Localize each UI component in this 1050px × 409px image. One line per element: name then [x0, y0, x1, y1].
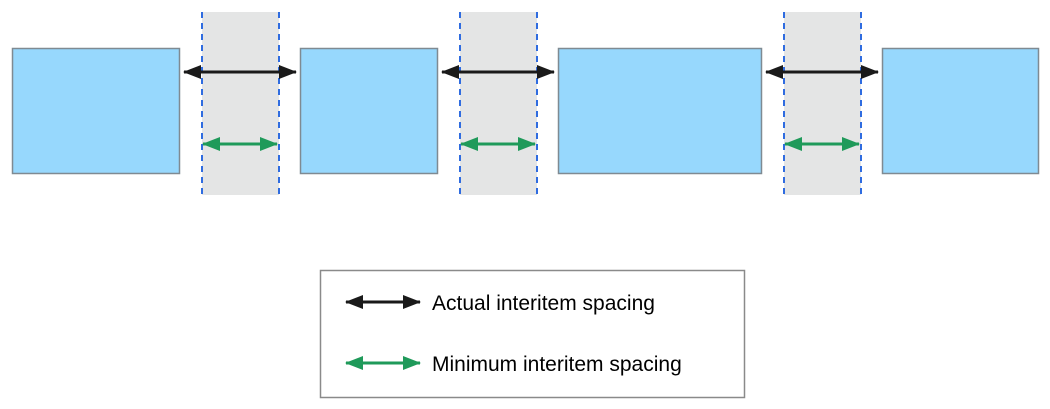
legend-box [319, 269, 746, 399]
item-1 [11, 47, 181, 175]
items [11, 47, 1040, 175]
item-2 [299, 47, 439, 175]
legend: Actual interitem spacing Minimum interit… [319, 269, 746, 399]
legend-minimum-label: Minimum interitem spacing [432, 353, 682, 376]
legend-actual-label: Actual interitem spacing [432, 292, 655, 315]
gap-regions [201, 12, 862, 195]
gap-region-3 [784, 12, 861, 195]
gap-region-1 [202, 12, 279, 195]
item-3 [557, 47, 763, 175]
gap-region-2 [460, 12, 537, 195]
item-4 [881, 47, 1040, 175]
